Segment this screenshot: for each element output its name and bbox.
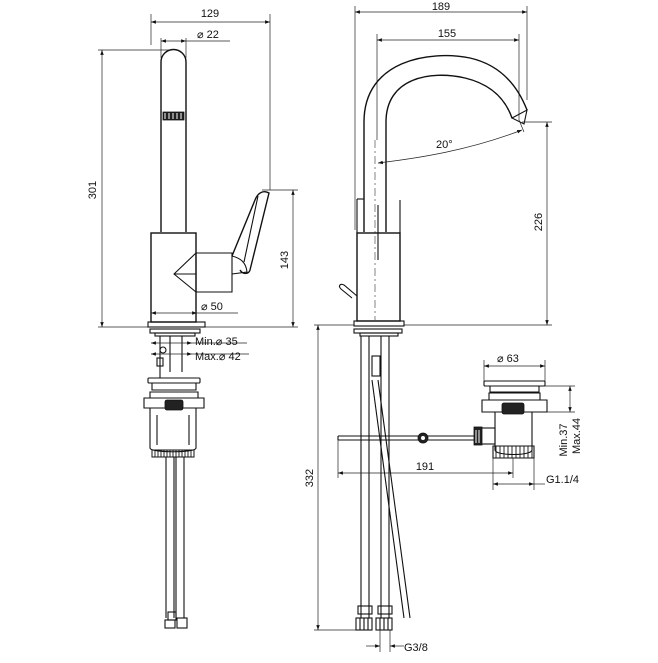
mixer-lever <box>231 191 270 275</box>
dim-spout-diameter: ⌀ 22 <box>160 29 230 58</box>
spout-gooseneck <box>363 54 528 320</box>
dim-front-width-label: 129 <box>201 8 219 20</box>
dim-waste-thread: G1.1/4 <box>492 458 579 490</box>
popup-rod <box>337 432 474 444</box>
dim-body-diameter: ⌀ 50 <box>151 301 238 315</box>
dim-tilt-angle: 20° <box>377 119 525 165</box>
dim-rod-length: 191 <box>337 440 514 478</box>
dim-hose-thread-label: G3/8 <box>404 642 428 654</box>
side-base-flange <box>353 320 405 327</box>
spout-tube <box>160 48 187 232</box>
lever-edge <box>243 195 259 263</box>
mixer-body <box>150 232 197 323</box>
dim-depth-range: Min.37 Max.44 <box>545 385 583 457</box>
waste-body <box>473 380 548 459</box>
dim-rod-length-label: 191 <box>416 461 434 473</box>
dim-flange-diameter-label: ⌀ 63 <box>497 353 519 365</box>
dim-hose-length-label: 332 <box>304 469 316 487</box>
front-view: 129 ⌀ 22 301 143 <box>87 8 298 629</box>
dim-hole-max-label: Max.⌀ 42 <box>195 351 241 363</box>
dim-spout-height-label: 226 <box>533 213 545 231</box>
dim-spout-height: 226 <box>404 121 552 326</box>
dim-side-depth: 189 <box>354 1 528 230</box>
aerator-mark <box>162 111 185 121</box>
dim-hole-min-label: Min.⌀ 35 <box>195 336 238 348</box>
dim-side-depth-label: 189 <box>432 1 450 13</box>
dim-handle-height-label: 143 <box>279 251 291 269</box>
dim-hose-length: 332 <box>304 324 356 631</box>
dim-handle-height: 143 <box>205 189 298 328</box>
dim-front-height-label: 301 <box>87 181 99 199</box>
dim-tilt-angle-label: 20° <box>436 139 453 151</box>
dim-front-width: 129 <box>150 8 271 190</box>
base-flange <box>147 321 206 328</box>
dim-spout-diameter-label: ⌀ 22 <box>197 29 219 41</box>
waste-front <box>143 377 205 458</box>
handle-joint <box>173 252 248 293</box>
hoses-side <box>355 336 411 631</box>
dim-hose-thread: G3/8 <box>366 630 428 654</box>
dim-front-height: 301 <box>87 49 172 328</box>
dim-spout-reach: 155 <box>376 28 520 140</box>
popup-lever <box>339 283 358 299</box>
side-view: 189 155 20° 226 <box>304 1 552 654</box>
waste-detail: ⌀ 63 <box>337 353 583 490</box>
dim-hole-range: Min.⌀ 35 Max.⌀ 42 <box>151 336 249 363</box>
hoses-front <box>159 372 188 629</box>
dim-body-diameter-label: ⌀ 50 <box>201 301 223 313</box>
dim-min-depth-label: Min.37 <box>558 423 570 456</box>
dim-max-depth-label: Max.44 <box>571 418 583 454</box>
side-fixing-plate <box>353 328 403 334</box>
dim-flange-diameter: ⌀ 63 <box>483 353 546 382</box>
dim-waste-thread-label: G1.1/4 <box>546 474 579 486</box>
fixing-assembly <box>149 328 201 372</box>
dim-spout-reach-label: 155 <box>438 28 456 40</box>
